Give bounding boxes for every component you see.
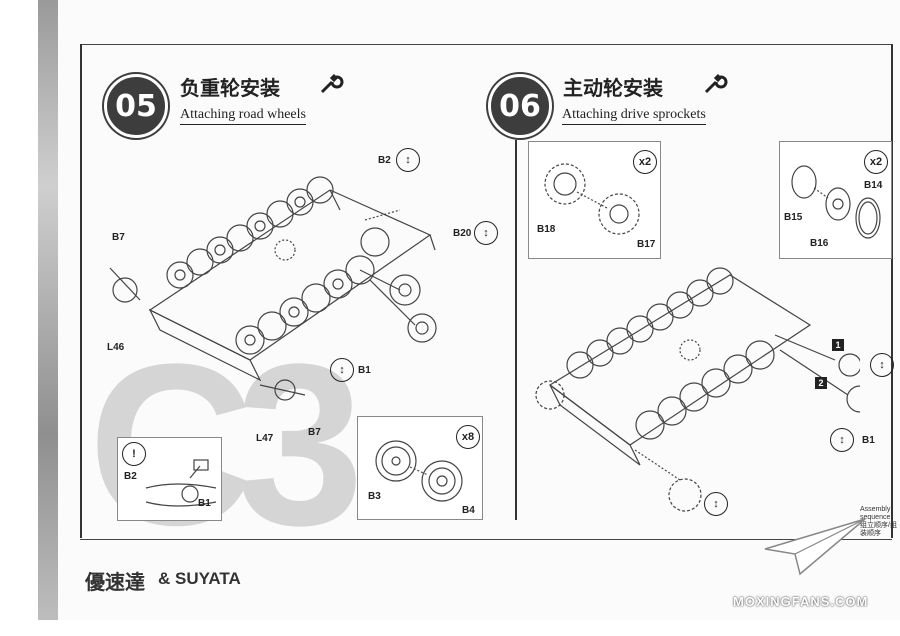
sprocket-pair-drawing [544,163,640,235]
multiplier-badge: x8 [456,425,480,449]
label-b1-step06: B1 [862,435,875,446]
note-box: ! B2 B1 [117,437,222,521]
idler-parts-drawing [791,165,881,239]
label-b4: B4 [462,505,475,516]
assembly-note-cn: 组立顺序/组装顺序 [860,522,897,537]
multiplier-badge: x2 [633,150,657,174]
sequence-step-1: 1 [832,339,844,351]
brand-name-cn: 優速達 [85,570,145,594]
step06-title-cn: 主动轮安装 [563,76,663,100]
upper-wheel-row [566,267,734,379]
label-b1: B1 [358,365,371,376]
wrench-icon [320,73,344,94]
upper-wheel-row [166,176,334,289]
wrench-icon [704,73,728,94]
label-b7-top: B7 [112,232,125,243]
note-label-b2: B2 [124,471,137,482]
rotate-icon: ↕ [330,358,354,382]
rotate-icon: ↕ [704,492,728,516]
rotate-icon: ↕ [830,428,854,452]
paper-plane-logo [764,518,866,576]
rotate-icon: ↕ [870,353,894,377]
hull-drive-sprockets-drawing [535,267,860,512]
sequence-step-2: 2 [815,377,827,389]
label-l47: L47 [256,433,274,444]
scan-edge [38,0,58,620]
step-divider [515,140,517,520]
lower-wheel-row [235,255,375,355]
watermark: MOXINGFANS.COM [733,594,869,609]
note-detail-drawing [145,459,217,507]
step-number-05: 05 [104,74,168,138]
brand-name-latin: & SUYATA [158,569,241,588]
step05-title-en: Attaching road wheels [180,107,306,125]
label-b2: B2 [378,155,391,166]
rotate-icon: ↕ [474,221,498,245]
page-frame [80,44,892,540]
assembly-note-en: Assembly sequence [860,506,891,521]
lower-wheel-row [635,340,775,440]
idler-detail-box: B15 B16 B14 x2 [779,141,892,259]
frame-left [80,44,82,538]
sprocket-detail-box: B18 B17 x2 [528,141,661,259]
note-label-b1: B1 [198,498,211,509]
road-wheel-pair-drawing [375,440,463,502]
label-b7-bottom: B7 [308,427,321,438]
label-b18: B18 [537,224,556,235]
step06-title-en: Attaching drive sprockets [562,107,706,125]
label-b14: B14 [864,180,883,191]
hull-road-wheels-drawing [109,176,437,401]
step-number-06: 06 [488,74,552,138]
label-b17: B17 [637,239,656,250]
step05-title-cn: 负重轮安装 [180,76,280,100]
multiplier-badge: x2 [864,150,888,174]
frame-right [891,44,893,538]
label-l46: L46 [107,342,125,353]
label-b16: B16 [810,238,829,249]
exclamation-icon: ! [122,442,146,466]
road-wheel-detail-box: B3 B4 x8 [357,416,483,520]
rotate-icon: ↕ [396,148,420,172]
label-b20: B20 [453,228,472,239]
label-b3: B3 [368,491,381,502]
label-b15: B15 [784,212,803,223]
